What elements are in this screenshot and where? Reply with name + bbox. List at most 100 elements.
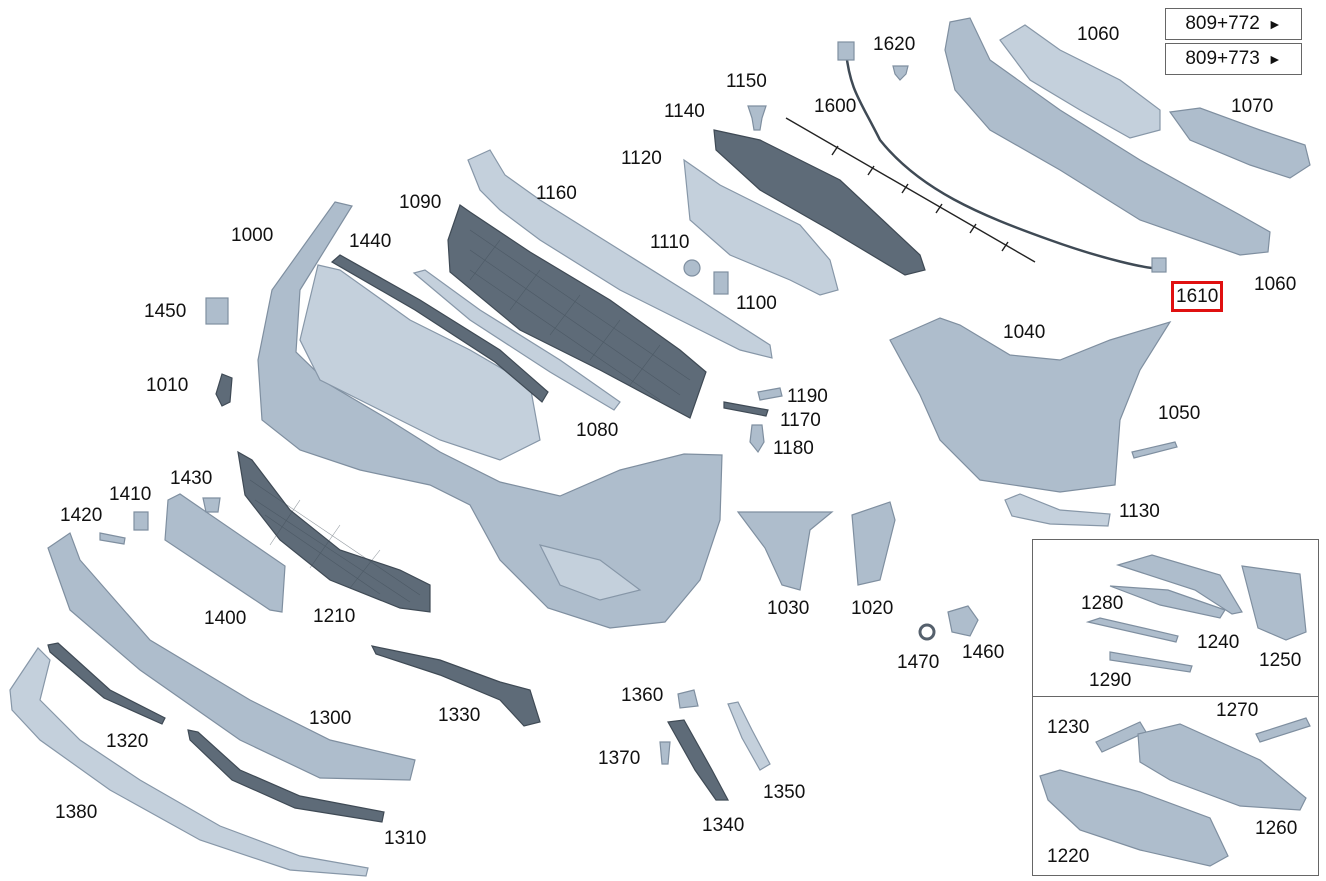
part-1000-bumper-cover: [257, 201, 723, 629]
label-1120[interactable]: 1120: [621, 148, 662, 169]
reference-label: 809+772: [1185, 13, 1260, 34]
part-1270-bolt: [1255, 717, 1311, 743]
label-1100[interactable]: 1100: [736, 293, 777, 314]
part-1470-ring: [918, 623, 936, 641]
label-1330[interactable]: 1330: [438, 705, 481, 726]
label-1060-top[interactable]: 1060: [1077, 24, 1120, 45]
label-1220[interactable]: 1220: [1047, 846, 1090, 867]
label-1040[interactable]: 1040: [1003, 322, 1046, 343]
label-1140[interactable]: 1140: [664, 101, 705, 122]
label-1160[interactable]: 1160: [536, 183, 577, 204]
part-1460-sensor: [947, 605, 979, 637]
part-1130-bracket: [1004, 493, 1111, 527]
inset-frame-fins: [1032, 539, 1319, 697]
part-1620-connector: [837, 41, 855, 61]
label-1180[interactable]: 1180: [773, 438, 814, 459]
label-1150[interactable]: 1150: [726, 71, 767, 92]
part-1360-nut: [677, 689, 699, 709]
part-1310-trim: [187, 729, 385, 823]
part-1370-screw: [659, 741, 671, 765]
part-1110-nut: [683, 259, 701, 277]
part-1100-clip: [713, 271, 729, 295]
part-1400-plate: [164, 493, 286, 613]
part-1190-clip: [757, 387, 783, 401]
part-1060-absorber-right: [999, 24, 1161, 139]
part-1170-clip: [723, 401, 769, 417]
label-1290[interactable]: 1290: [1089, 670, 1132, 691]
label-1450[interactable]: 1450: [144, 301, 187, 322]
part-1350-bracket: [727, 701, 771, 771]
part-1080-trim: [412, 269, 621, 411]
part-1440-seal: [330, 254, 549, 403]
part-1430-clip: [202, 497, 221, 513]
part-1610-cable: [844, 51, 1161, 270]
part-1000-fog-opening: [538, 544, 642, 601]
label-1410[interactable]: 1410: [109, 484, 152, 505]
highlight-box-1610: [1171, 281, 1223, 312]
label-1130[interactable]: 1130: [1119, 501, 1160, 522]
arrow-right-icon: ►: [1267, 51, 1282, 67]
label-1190[interactable]: 1190: [787, 386, 828, 407]
label-1280[interactable]: 1280: [1081, 593, 1124, 614]
part-1180-clip: [749, 424, 765, 454]
label-1470[interactable]: 1470: [897, 652, 940, 673]
label-1080[interactable]: 1080: [576, 420, 619, 441]
part-1290-strip-lower: [1109, 651, 1193, 673]
label-1020[interactable]: 1020: [851, 598, 894, 619]
label-1170[interactable]: 1170: [780, 410, 821, 431]
label-1000[interactable]: 1000: [231, 225, 274, 246]
label-1320[interactable]: 1320: [106, 731, 149, 752]
part-1000-inner-opening: [299, 264, 541, 461]
part-1600-harness: [785, 117, 1036, 263]
part-1250-fin: [1241, 565, 1307, 641]
label-1360[interactable]: 1360: [621, 685, 664, 706]
label-1270[interactable]: 1270: [1216, 700, 1259, 721]
label-1460[interactable]: 1460: [962, 642, 1005, 663]
part-1320-trim: [47, 642, 166, 725]
part-1380-lip: [9, 647, 369, 877]
label-1310[interactable]: 1310: [384, 828, 427, 849]
label-1260[interactable]: 1260: [1255, 818, 1298, 839]
label-1400[interactable]: 1400: [204, 608, 247, 629]
label-1610[interactable]: 1610: [1176, 286, 1219, 307]
part-1280-fin: [1115, 554, 1243, 615]
label-1210[interactable]: 1210: [313, 606, 356, 627]
label-1620[interactable]: 1620: [873, 34, 916, 55]
label-1110[interactable]: 1110: [650, 232, 690, 253]
label-1340[interactable]: 1340: [702, 815, 745, 836]
part-1020-deflector: [851, 501, 896, 586]
part-1290-strip: [1085, 617, 1179, 643]
label-1030[interactable]: 1030: [767, 598, 810, 619]
label-1050[interactable]: 1050: [1158, 403, 1201, 424]
part-1220-frame: [1039, 769, 1229, 867]
label-1430[interactable]: 1430: [170, 468, 213, 489]
label-1350[interactable]: 1350: [763, 782, 806, 803]
part-1140-absorber: [713, 129, 926, 276]
label-1240[interactable]: 1240: [1197, 632, 1240, 653]
part-1070-absorber: [1168, 107, 1311, 179]
label-1380[interactable]: 1380: [55, 802, 98, 823]
label-1090[interactable]: 1090: [399, 192, 442, 213]
part-1300-spoiler: [47, 532, 416, 781]
label-1070[interactable]: 1070: [1231, 96, 1274, 117]
part-1040-support: [889, 317, 1172, 493]
label-1420[interactable]: 1420: [60, 505, 103, 526]
label-1370[interactable]: 1370: [598, 748, 641, 769]
label-1440[interactable]: 1440: [349, 231, 392, 252]
label-1010[interactable]: 1010: [146, 375, 189, 396]
label-1230[interactable]: 1230: [1047, 717, 1090, 738]
reference-link-809-773[interactable]: 809+773 ►: [1165, 43, 1302, 75]
part-1090-grille: [447, 204, 707, 419]
reference-link-809-772[interactable]: 809+772 ►: [1165, 8, 1302, 40]
label-1250[interactable]: 1250: [1259, 650, 1302, 671]
label-1060-bottom[interactable]: 1060: [1254, 274, 1297, 295]
label-1600[interactable]: 1600: [814, 96, 857, 117]
label-1300[interactable]: 1300: [309, 708, 352, 729]
part-1120-carrier: [683, 158, 839, 296]
part-1210-lower-grille: [237, 450, 431, 613]
part-1160-bracket: [467, 149, 773, 359]
part-1030-deflector: [736, 511, 834, 591]
inset-frame-fog-frame: [1032, 696, 1319, 876]
